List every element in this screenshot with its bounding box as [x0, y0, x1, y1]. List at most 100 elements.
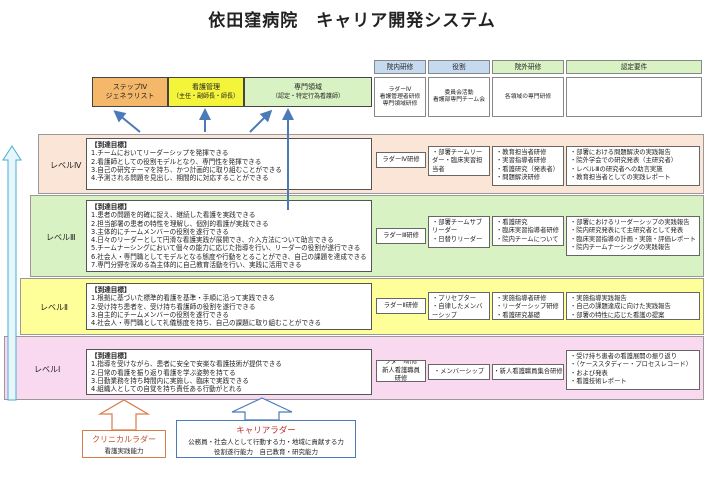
outside-item: リーダーシップ研修	[496, 303, 560, 311]
subheader-outside: 各領域の専門研修	[492, 77, 564, 117]
clinical-ladder-box: クリニカルラダー 看護実践能力	[82, 430, 166, 458]
specialty-sub: （認定・特定行為看護師）	[271, 93, 344, 100]
top-desc-text: ラダーⅣ 看護管理者研修 専門領域研修	[379, 86, 421, 107]
level4-cert: 部署における問題解決の実践報告 院外学会での研究発表（主研究者） レベルⅢの研究…	[566, 146, 700, 186]
cert-item: 部署におけるリーダーシップの実践報告	[570, 219, 696, 227]
level3-goals: 【到達目標】 1.患者の問題を的確に捉え、継続した看護を実践できる 2.担当部署…	[86, 200, 372, 272]
outside-item: 看護研究（発表者）	[496, 166, 560, 174]
subheader-cert	[566, 77, 702, 117]
level3-outside: 看護研究 臨床実習指導者研修 院内チームについて	[492, 216, 564, 246]
level3-goal-header: 【到達目標】	[91, 203, 131, 211]
goal-line: 2.担当部署の患者の特性を理解し、個別的看護が実践できる	[91, 219, 269, 228]
outside-item: 新人看護職員集合研修	[493, 368, 563, 376]
cert-item: レベルⅢの研究者への助言実施	[570, 166, 696, 174]
cert-item: 看護技術レポート	[570, 378, 696, 386]
header-role: 役割	[428, 60, 490, 74]
cert-item-text: （ケーススタディー・プロセスレコード）	[576, 361, 693, 369]
outside-item: 臨床実習指導者研修	[496, 227, 560, 235]
career-ladder-title: キャリアラダー	[236, 426, 296, 436]
career-ladder-line: 役割遂行能力 自己教育・研究能力	[214, 448, 318, 456]
goal-line: 4.日々のリーダーとして円滑な看護実践が展開でき、介入方法について助言できる	[91, 236, 334, 245]
outside-item: 院内チームについて	[496, 236, 560, 244]
header-certification: 認定要件	[566, 60, 702, 74]
level2-goal-header: 【到達目標】	[91, 286, 131, 294]
cert-item: 受け持ち患者の看護展開の振り返り	[570, 353, 696, 361]
goal-line: 7.専門分野を深める為主体的に自己教育活動を行い、実践に活用できる	[91, 261, 302, 270]
cert-item: 院外学会での研究発表（主研究者）	[570, 157, 696, 165]
level2-in-hospital: ラダーⅡ研修	[376, 298, 426, 314]
arrow-to-specialty-icon	[249, 109, 273, 133]
goal-line: 6.社会人・専門職としてモデルとなる態度や行動をとることができ、自己の課題を達成…	[91, 252, 367, 261]
goal-line: 3.主体的にチームメンバーの役割を遂行できる	[91, 227, 229, 236]
level2-goals: 【到達目標】 1.根拠に基づいた標準的看護を基準・手順に沿って実践できる 2.受…	[86, 283, 372, 330]
header-in-hospital: 院内研修	[374, 60, 426, 74]
career-up-arrow-icon	[231, 397, 293, 421]
outside-item: 実習指導者研修	[496, 157, 560, 165]
subheader-role-text: 委員会活動 看護部専門チーム会	[433, 90, 485, 103]
cert-item: 臨床実習指導の計画・実施・評価レポート	[570, 236, 696, 244]
level1-in-hospital: ラダーⅠ研修 新人看護職員研修	[376, 360, 426, 382]
outside-item: 実施指導者研修	[496, 295, 560, 303]
goal-line: 4.予測される問題を見出し、期間的に対応することができる	[91, 174, 269, 183]
level3-in-hospital: ラダーⅢ研修	[376, 228, 426, 244]
role-item: メンバーシップ	[434, 368, 484, 376]
goal-line: 1.根拠に基づいた標準的看護を基準・手順に沿って実践できる	[91, 294, 275, 303]
level1-cert: 受け持ち患者の看護展開の振り返り （ケーススタディー・プロセスレコード） および…	[566, 350, 700, 390]
role-item: 部署チームリーダー・臨床実習担当者	[432, 149, 486, 174]
goal-line: 3.自己の研究テーマを持ち、かつ計画的に取り組むことができる	[91, 165, 282, 174]
goal-line: 4.組織人としての自覚を持ち責任ある行動がとれる	[91, 385, 243, 394]
level3-cert: 部署におけるリーダーシップの実践報告 院内研究発表にて主研究者として発表 臨床実…	[566, 216, 700, 256]
level4-in-hospital: ラダーⅣ研修	[376, 152, 426, 168]
cert-item-text: および発表	[576, 369, 608, 377]
role-item: 日替りリーダー	[432, 236, 486, 244]
clinical-up-arrow-icon	[97, 399, 151, 431]
goal-line: 3.日勤業務を持ち時間内に実施し、臨床で実践できる	[91, 376, 249, 385]
career-ladder-line: 公務員・社会人として行動する力・地域に貢献する力	[188, 438, 344, 446]
specialty-box: 専門領域 （認定・特定行為看護師）	[244, 77, 372, 107]
level2-outside: 実施指導者研修 リーダーシップ研修 看護研究基礎	[492, 292, 564, 320]
level1-goal-header: 【到達目標】	[91, 352, 131, 360]
step4-title: ステップⅣ	[112, 83, 148, 91]
arrow-to-step4-icon	[113, 110, 141, 133]
goal-line: 2.看護師としての役割モデルとなり、専門性を発揮できる	[91, 157, 262, 166]
cert-item: 部署の特性に応じた看護の提案	[570, 312, 696, 319]
role-item: 部署チームサブリーダー	[432, 219, 486, 236]
cert-item: 自己の課題達成に向けた実践報告	[570, 303, 696, 311]
progression-arrow-icon	[2, 145, 22, 401]
level4-goal-header: 【到達目標】	[91, 141, 131, 149]
level4-goals: 【到達目標】 1.チームにおいてリーダーシップを発揮できる 2.看護師としての役…	[86, 138, 372, 190]
step4-generalist-box: ステップⅣ ジェネラリスト	[92, 77, 168, 107]
goal-line: 1.チームにおいてリーダーシップを発揮できる	[91, 149, 229, 158]
goal-line: 5.チームナーシングにおいて個々の能力に応じた指導を行い、リーダーの役割が遂行で…	[91, 244, 361, 253]
level1-goals: 【到達目標】 1.指導を受けながら、患者に安全で安楽な看護技術が提供できる 2.…	[86, 349, 372, 395]
management-title: 看護管理	[192, 83, 220, 91]
clinical-ladder-title: クリニカルラダー	[92, 435, 156, 444]
header-outside: 院外研修	[492, 60, 564, 74]
specialty-title: 専門領域	[294, 83, 322, 91]
cert-item: 実施指導実践報告	[570, 295, 696, 303]
cert-item: 院内研究発表にて主研究者として発表	[570, 227, 696, 235]
cert-item: 院内チームナーシングの実践報告	[570, 244, 696, 252]
outside-item: 教育担当者研修	[496, 149, 560, 157]
subheader-role: 委員会活動 看護部専門チーム会	[428, 77, 490, 117]
goal-line: 2.日常の看護を振り返り看護を学ぶ姿勢を持てる	[91, 368, 236, 377]
outside-item: 看護研究基礎	[496, 312, 560, 319]
outside-item: 看護研究	[496, 219, 560, 227]
level3-role: 部署チームサブリーダー 日替りリーダー	[428, 216, 490, 248]
level4-outside: 教育担当者研修 実習指導者研修 看護研究（発表者） 問題解決研修	[492, 146, 564, 186]
level4-role: 部署チームリーダー・臨床実習担当者	[428, 146, 490, 176]
career-ladder-box: キャリアラダー 公務員・社会人として行動する力・地域に貢献する力 役割遂行能力 …	[176, 420, 356, 458]
level1-label: レベルⅠ	[34, 365, 61, 374]
clinical-ladder-sub: 看護実践能力	[104, 447, 144, 455]
step4-sub: ジェネラリスト	[105, 92, 155, 100]
role-item: 自律したメンバーシップ	[432, 303, 486, 319]
level1-in-hospital-text: ラダーⅠ研修 新人看護職員研修	[382, 360, 420, 382]
goal-line: 3.自主的にチームメンバーの役割を遂行できる	[91, 310, 229, 319]
cert-item: 部署における問題解決の実践報告	[570, 149, 696, 157]
page-title: 依田窪病院 キャリア開発システム	[208, 11, 496, 31]
cert-item-continued: および発表	[570, 370, 696, 378]
top-desc: ラダーⅣ 看護管理者研修 専門領域研修	[374, 77, 426, 117]
outside-item: 問題解決研修	[496, 174, 560, 182]
level1-role: メンバーシップ	[428, 364, 490, 380]
